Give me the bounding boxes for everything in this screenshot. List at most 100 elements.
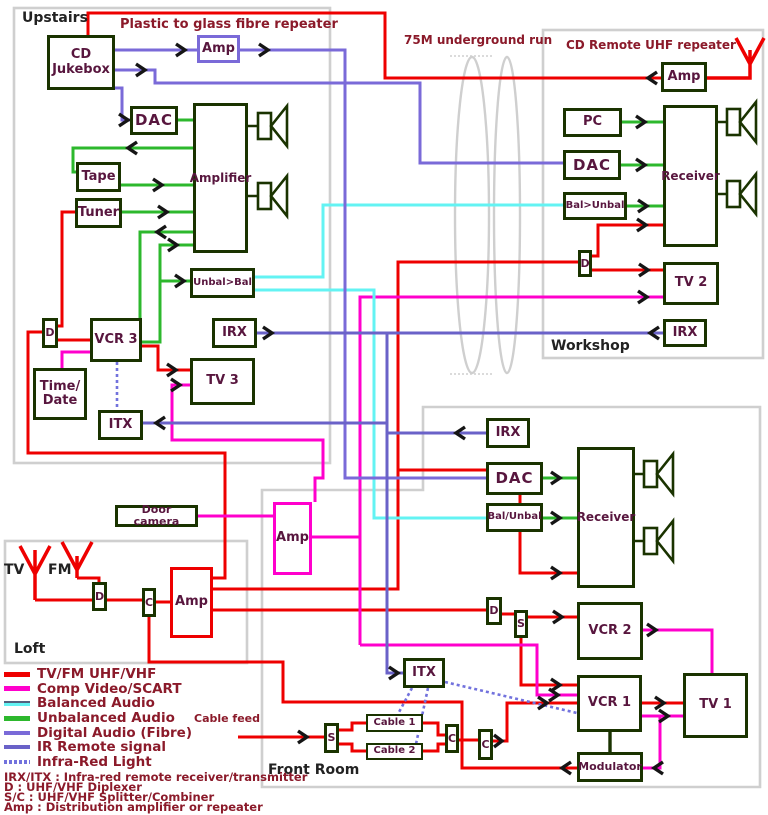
box-bal-unbal-front: Bal/Unbal bbox=[486, 503, 543, 532]
legend-label: IR Remote signal bbox=[37, 739, 166, 756]
box-amp-loft: Amp bbox=[170, 567, 213, 638]
box-bal-unbal-workshop: Bal>Unbal bbox=[563, 192, 627, 220]
box-amp-workshop: Amp bbox=[661, 62, 707, 92]
legend-note: Amp : Distribution amplifier or repeater bbox=[4, 800, 263, 815]
box-c-cable1: C bbox=[445, 724, 459, 753]
room-workshop-outline bbox=[541, 28, 765, 360]
wire-cd-remote-uhf bbox=[86, 11, 661, 80]
legend-label: Infra-Red Light bbox=[37, 753, 152, 770]
box-vcr3: VCR 3 bbox=[90, 318, 142, 362]
wire-d-to-tuner bbox=[57, 210, 75, 328]
wire-balanced-to-workshop bbox=[255, 203, 563, 279]
box-modulator: Modulator bbox=[577, 752, 643, 782]
legend-row: TV/FM UHF/VHF bbox=[4, 666, 264, 682]
speaker-icon bbox=[256, 98, 758, 565]
wires-front-receiver-in bbox=[543, 476, 577, 520]
legend-row: Digital Audio (Fibre) bbox=[4, 724, 264, 741]
annotation-cable-feed: Cable feed bbox=[194, 712, 261, 725]
wire-timedate-to-vcr3 bbox=[60, 350, 90, 368]
box-dac-front: DAC bbox=[486, 462, 543, 495]
loft-tv-antenna bbox=[18, 545, 52, 600]
box-cable2: Cable 2 bbox=[366, 743, 423, 760]
wires-rf-red bbox=[18, 11, 766, 770]
wires-balanced-cyan bbox=[255, 203, 563, 520]
wire-amp-to-workshop bbox=[213, 260, 578, 591]
legend-label: Digital Audio (Fibre) bbox=[37, 724, 193, 741]
room-label-front-room: Front Room bbox=[268, 762, 360, 778]
legend-notes: IRX/ITX : Infra-red remote receiver/tran… bbox=[4, 770, 308, 815]
legend-label: Unbalanced Audio bbox=[37, 710, 175, 727]
box-d-loft: D bbox=[92, 582, 107, 611]
box-door-camera: Door camera bbox=[115, 504, 198, 527]
annotation-uhf-repeater: CD Remote UHF repeater bbox=[566, 38, 736, 52]
label-tv-antenna: TV bbox=[4, 562, 25, 578]
wire-vcr3-to-amplifier bbox=[142, 243, 193, 344]
wire-vcr1-tv1-modulator bbox=[642, 714, 683, 770]
legend-swatch-unbalanced bbox=[4, 715, 30, 721]
box-d-upstairs: D bbox=[42, 318, 58, 348]
legend-row: Comp Video/SCART bbox=[4, 680, 264, 697]
wire-s-to-cables bbox=[339, 721, 366, 753]
legend-swatch-scart bbox=[4, 686, 30, 692]
box-irx-front: IRX bbox=[486, 418, 530, 448]
legend-swatch-balanced bbox=[4, 700, 30, 706]
legend-label: Balanced Audio bbox=[37, 695, 155, 712]
box-tv3: TV 3 bbox=[190, 358, 255, 405]
wire-amp-to-upstairs bbox=[26, 330, 227, 580]
legend-note: D : UHF/VHF Diplexer bbox=[4, 780, 142, 795]
box-s-cable: S bbox=[324, 723, 339, 753]
wire-cd-fibre-to-workshop-dac bbox=[115, 68, 563, 165]
box-irx-workshop: IRX bbox=[663, 319, 707, 347]
box-cd-jukebox: CD Jukebox bbox=[47, 35, 115, 90]
box-itx-front: ITX bbox=[403, 658, 445, 688]
legend-note: IRX/ITX : Infra-red remote receiver/tran… bbox=[4, 770, 308, 785]
legend-row: Unbalanced Audio bbox=[4, 710, 264, 727]
wires-ir-light bbox=[115, 362, 578, 745]
wire-ir-to-front-itx bbox=[385, 333, 403, 675]
box-dac-workshop: DAC bbox=[563, 150, 621, 180]
room-loft-outline bbox=[3, 539, 249, 665]
wire-modulator-return bbox=[147, 617, 578, 770]
speaker-icons bbox=[248, 98, 758, 565]
box-itx-upstairs: ITX bbox=[98, 410, 143, 440]
underground-conduit bbox=[450, 55, 522, 375]
legend-swatch-fibre bbox=[4, 730, 30, 735]
wire-balanced-to-front bbox=[255, 288, 486, 520]
wire-antenna-to-diplexer bbox=[35, 576, 101, 602]
box-unbal-bal: Unbal>Bal bbox=[190, 268, 255, 298]
ir-light-itx-to-cable1 bbox=[396, 687, 414, 715]
box-d-workshop: D bbox=[578, 250, 592, 277]
box-pc: PC bbox=[563, 108, 622, 137]
room-upstairs-outline bbox=[12, 6, 332, 465]
wire-amplifier-to-vcr3 bbox=[138, 230, 193, 318]
legend-swatch-ir-light bbox=[4, 759, 30, 764]
annotation-underground-run: 75M underground run bbox=[404, 33, 553, 47]
box-vcr1: VCR 1 bbox=[577, 675, 642, 732]
ir-light-itx-to-vcr1 bbox=[444, 680, 578, 715]
room-outlines bbox=[3, 6, 765, 789]
box-amp-camera: Amp bbox=[273, 502, 312, 575]
wire-vcr3-to-tv3 bbox=[142, 344, 190, 372]
box-tv1: TV 1 bbox=[683, 673, 748, 738]
box-receiver-front: Receiver bbox=[577, 447, 635, 588]
wire-cables-to-c1 bbox=[423, 721, 445, 753]
wire-wd-to-receiver bbox=[592, 223, 663, 258]
legend-row: Balanced Audio bbox=[4, 695, 264, 712]
box-tuner: Tuner bbox=[75, 198, 122, 228]
room-label-loft: Loft bbox=[14, 641, 46, 657]
wire-vcr2-to-tv1 bbox=[643, 628, 714, 673]
box-s-front: S bbox=[514, 610, 528, 638]
label-fm-antenna: FM bbox=[48, 562, 72, 578]
legend-swatch-ir-signal bbox=[4, 745, 30, 750]
loft-fm-antenna bbox=[60, 541, 94, 578]
flow-arrows bbox=[118, 42, 672, 776]
legend-label: Comp Video/SCART bbox=[37, 680, 182, 697]
wire-diplexer-combiner-amp bbox=[107, 598, 170, 604]
box-amp-fibre: Amp bbox=[197, 35, 240, 63]
legend: TV/FM UHF/VHF Comp Video/SCART Balanced … bbox=[4, 666, 308, 815]
box-vcr2: VCR 2 bbox=[577, 602, 643, 660]
legend-row: IR Remote signal bbox=[4, 739, 264, 756]
wire-amp-to-tv2-trunk bbox=[312, 295, 663, 645]
box-c-loft: C bbox=[142, 588, 156, 617]
